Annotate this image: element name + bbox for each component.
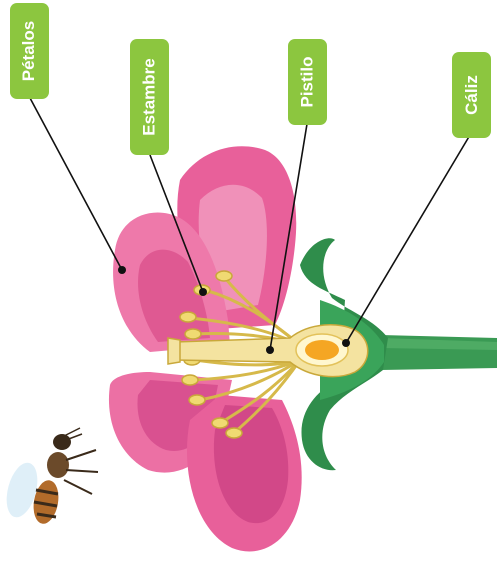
label-petals: Pétalos <box>10 3 49 99</box>
stem <box>380 335 497 370</box>
label-petals-text: Pétalos <box>20 21 40 81</box>
label-calyx-text: Cáliz <box>462 75 482 115</box>
bee-icon <box>1 428 98 526</box>
label-stamen-text: Estambre <box>140 58 160 135</box>
label-stamen: Estambre <box>130 39 169 155</box>
label-pistil-text: Pistilo <box>298 56 318 107</box>
label-calyx: Cáliz <box>452 52 491 138</box>
label-pistil: Pistilo <box>288 39 327 125</box>
